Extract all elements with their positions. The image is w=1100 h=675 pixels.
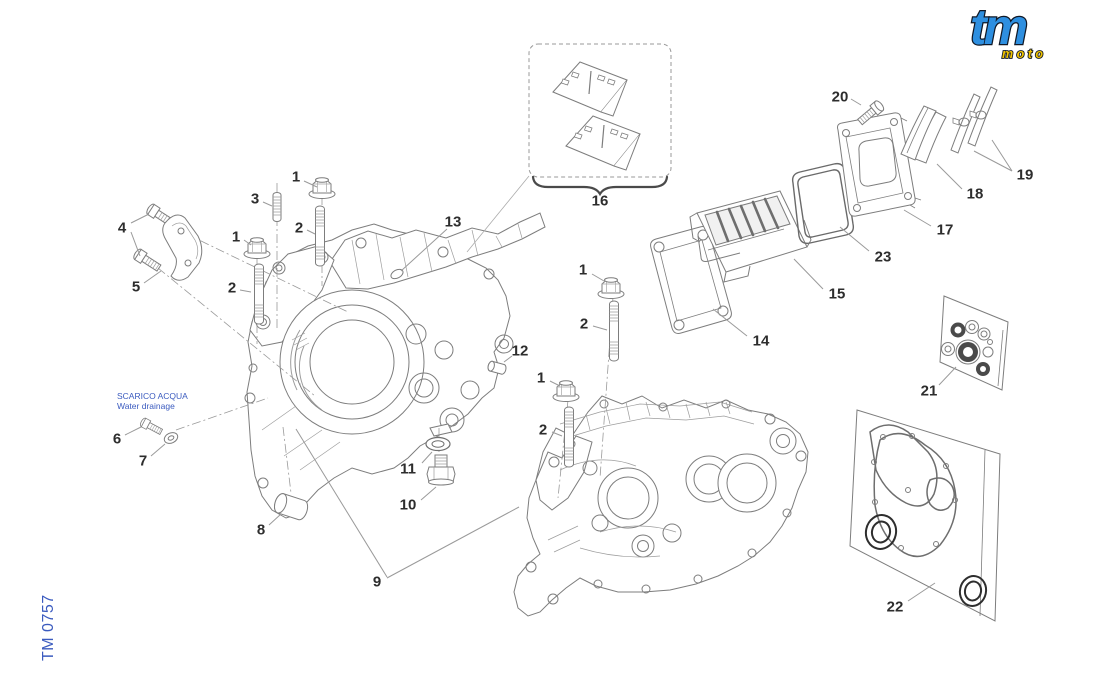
gasket-kit-drawing [849,409,1001,622]
small-stud-part [272,192,282,222]
tm-moto-logo: tm moto [969,4,1047,62]
reed-cover-part [837,112,922,217]
note-line-italian: SCARICO ACQUA [117,391,188,401]
reed-petal-kit-box [466,43,672,253]
logo-brand-text: tm [970,4,1027,55]
stud-part [609,300,619,362]
hex-bolt-part [131,247,163,274]
bracket-plate-part [162,214,203,281]
stud-part [564,406,574,468]
reed-valve-assembly-drawing [650,86,998,334]
note-line-english: Water drainage [117,401,175,411]
drain-bolt-part [138,416,164,437]
fastener-parts [131,177,625,521]
oil-seal-kit-drawing [939,295,1009,391]
right-crankcase-half-drawing [513,395,809,617]
flange-nut-part [243,237,271,259]
logo-sub-text: moto [1002,47,1047,61]
flange-nut-part [597,277,625,299]
drawing-code: TM 0757 [40,594,57,661]
flange-nut-part [308,177,336,199]
stud-part [254,263,264,325]
dowel-pin-part [487,360,507,375]
reed-valve-block-part [689,190,812,283]
cover-screw-part [857,100,885,126]
small-washer-part [163,432,179,444]
sealing-washer-part [425,436,451,452]
reed-petal-part [565,115,641,171]
water-drainage-note: SCARICO ACQUA Water drainage [117,391,188,411]
reed-stopper-plates-part [900,105,947,164]
reed-stoppers-part [950,86,998,154]
reed-petal-part [552,61,628,117]
drain-plug-part [426,454,456,486]
kit-brace [531,175,669,197]
stud-part [315,205,325,267]
flange-nut-part [552,380,580,402]
reed-oring-part [791,162,855,245]
